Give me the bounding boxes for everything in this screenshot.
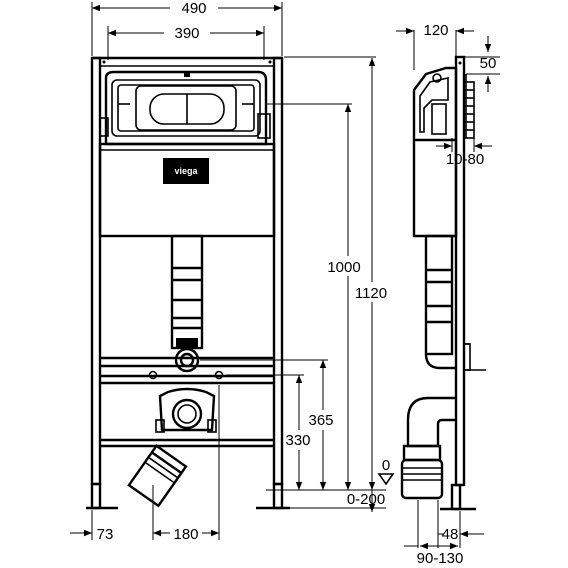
dimension-180: 180 [173, 526, 198, 543]
dimension-365: 365 [308, 412, 333, 429]
waste-bend [127, 444, 188, 508]
left-foot [90, 482, 102, 510]
side-flush-pipe [424, 234, 454, 356]
dimension-390: 390 [174, 25, 199, 42]
right-foot [272, 482, 284, 510]
dimension-1000: 1000 [327, 259, 360, 276]
side-view: 120 50 10-80 [396, 22, 500, 567]
drain-opening [171, 398, 203, 430]
dimension-10-80: 10-80 [446, 151, 484, 168]
side-foot [450, 483, 462, 511]
right-frame-upright [272, 56, 284, 486]
viega-logo [163, 158, 209, 184]
waste-elbow [406, 396, 456, 448]
level-marker-icon [377, 473, 395, 486]
wall-bracket [463, 81, 475, 139]
flush-plate [135, 85, 237, 131]
dimension-120: 120 [423, 22, 448, 39]
drain-connector [158, 387, 216, 432]
dimension-330: 330 [285, 432, 310, 449]
front-view: 490 390 viega [70, 0, 395, 543]
left-frame-upright [90, 56, 102, 486]
waste-outlet [400, 458, 444, 500]
cistern-side [412, 66, 458, 238]
cistern-housing [104, 70, 268, 146]
logo-text: viega [174, 166, 198, 176]
dimension-0-200: 0-200 [347, 491, 385, 508]
fixing-bolt [214, 370, 224, 380]
dimension-50: 50 [480, 55, 497, 72]
dimension-1120: 1120 [355, 285, 387, 302]
zero-level-label: 0 [382, 457, 390, 474]
fixing-bolt [148, 370, 158, 380]
dimension-90-130: 90-130 [417, 550, 464, 567]
dimension-73: 73 [97, 526, 114, 543]
flush-pipe [170, 234, 204, 350]
dimension-490: 490 [181, 0, 206, 17]
cistern-body [98, 142, 276, 238]
dimension-48: 48 [442, 526, 459, 543]
flush-plate-frame [111, 79, 261, 137]
flush-outlet [174, 347, 200, 373]
